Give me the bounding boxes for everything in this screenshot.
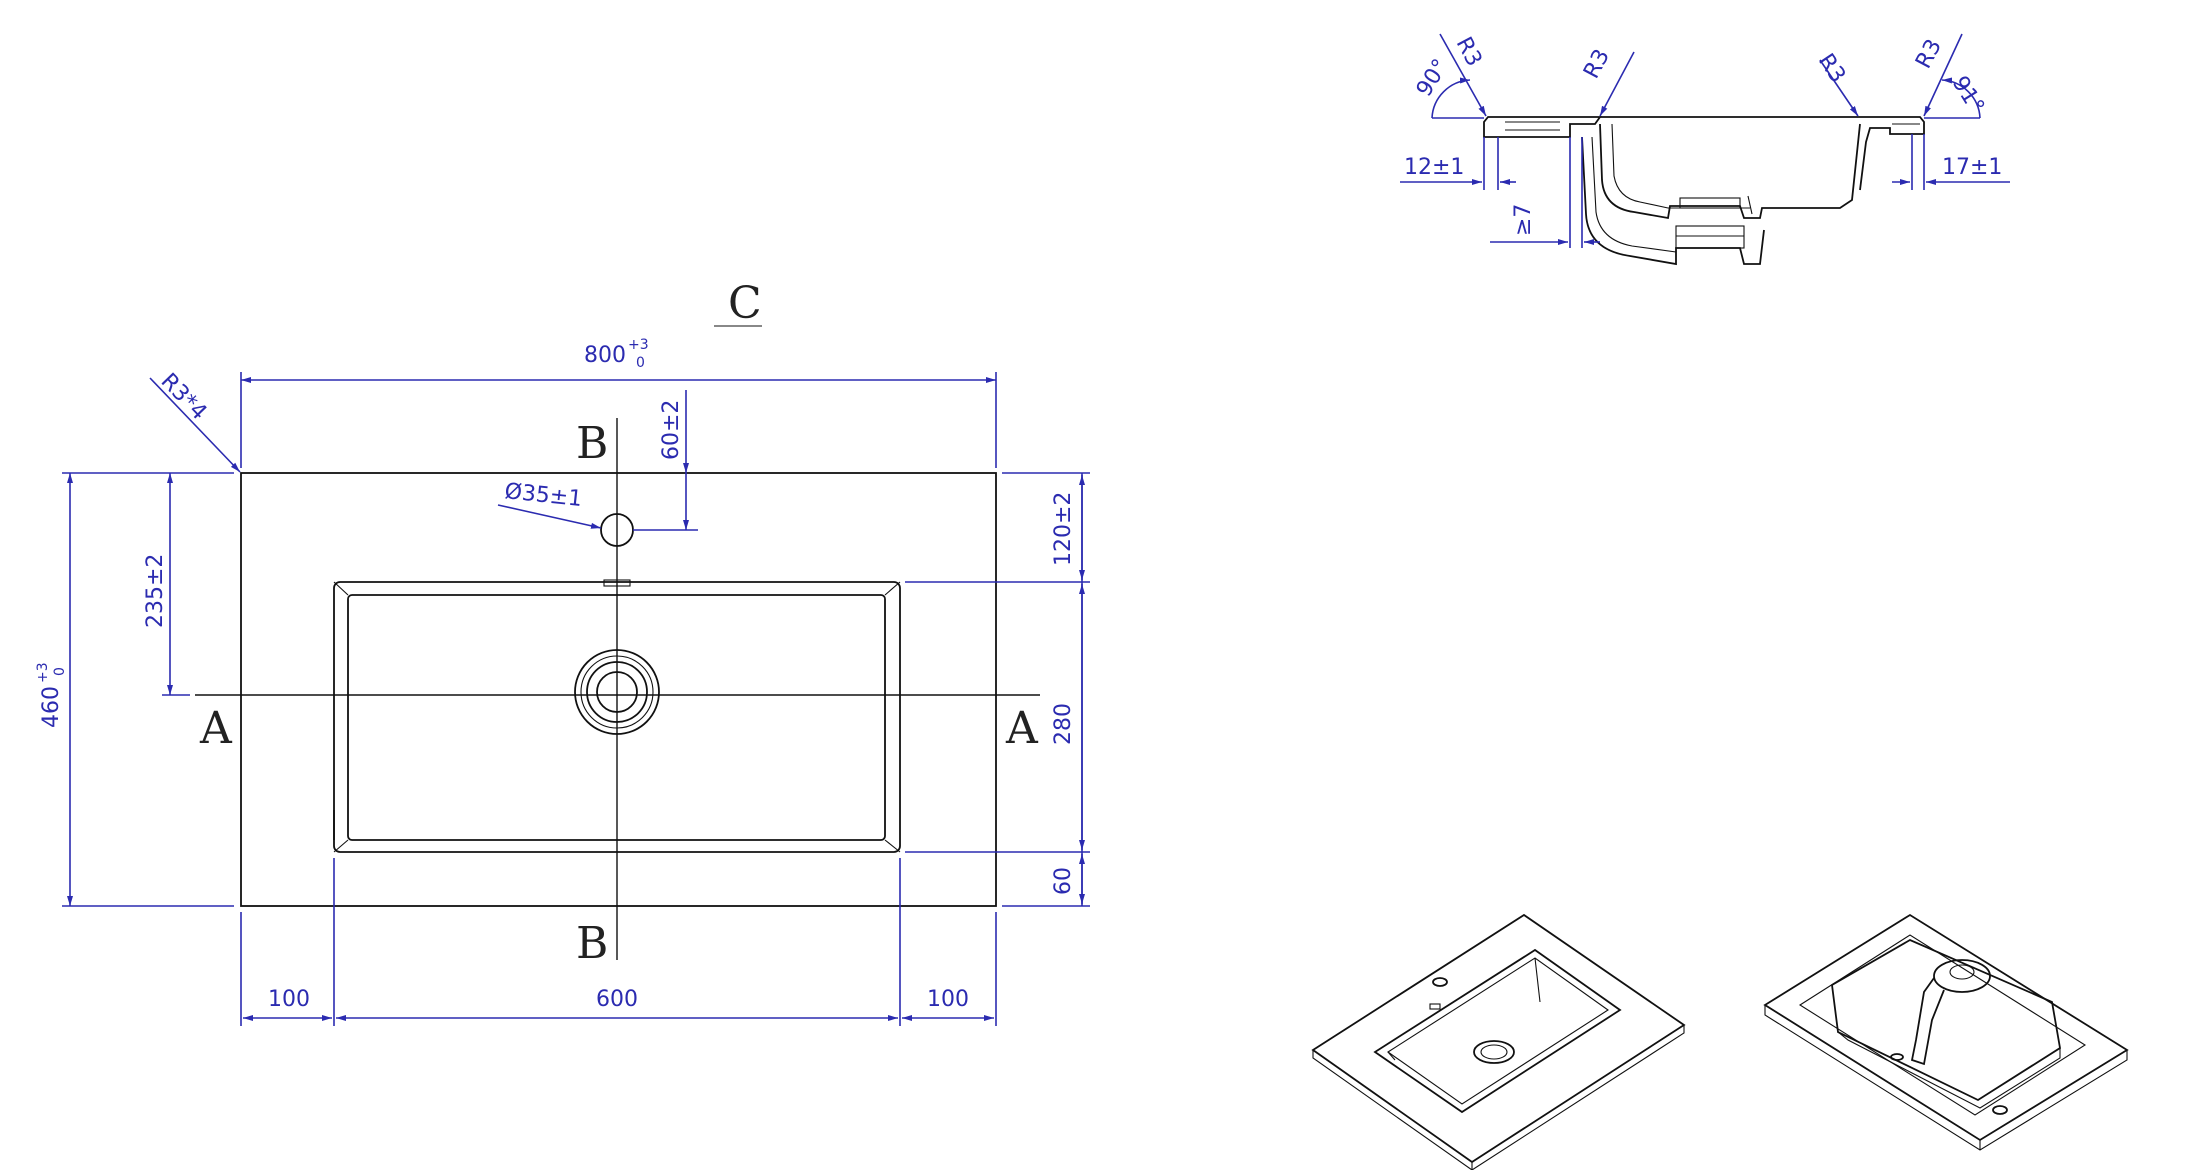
angle-arc-left: [1431, 77, 1471, 119]
dim-right-margin: 100: [927, 987, 969, 1012]
basin-corner-bl: [333, 839, 349, 853]
radius-leader-2: [1599, 51, 1635, 117]
section-label-b-top: B: [576, 418, 608, 469]
view-label-c: C: [728, 278, 762, 329]
iso-view-bottom: [1763, 913, 2129, 1151]
dim-corner-radius: R3*4: [156, 369, 212, 425]
dim-basin-depth: 280: [1051, 703, 1076, 745]
dim-radius-4: R3: [1911, 35, 1947, 73]
iso-top-slab: [1311, 913, 1686, 1164]
dim-basin-top: 120±2: [1051, 492, 1076, 566]
basin-corner-tr: [884, 581, 901, 596]
basin-corner-br: [884, 839, 901, 853]
plan-view: C A A B B 800 +3: [35, 278, 1090, 1026]
iso-bottom-slab: [1763, 913, 2129, 1142]
iso-top-drain: [1473, 1040, 1515, 1064]
dim-drain-pos: 235±2: [143, 554, 168, 628]
iso-bottom-tap-hole: [1992, 1105, 2008, 1115]
angle-arc-right: [1941, 77, 1981, 119]
dim-thickness-right: 17±1: [1942, 155, 2002, 180]
dim-height-tol-minus: 0: [52, 667, 68, 676]
section-right-rim: [1859, 116, 1925, 191]
dim-angle-left: 90°: [1412, 55, 1454, 101]
dim-height-tol-plus: +3: [35, 662, 51, 683]
radius-leader-4: [1923, 33, 1963, 117]
radius-leader-3: [1819, 59, 1859, 117]
dim-min-gap: ≥7: [1511, 204, 1536, 236]
section-basin-body: [1599, 123, 1861, 220]
basin-corner-tl: [333, 581, 349, 596]
dim-thickness-left: 12±1: [1404, 155, 1464, 180]
iso-bottom-basin: [1831, 938, 2061, 1102]
section-left-rim: [1483, 116, 1602, 138]
dim-basin-bottom: 60: [1051, 867, 1076, 895]
section-view: 90° 91° R3 R3 R3 R3 12±1 17±1 ≥7: [1400, 33, 2010, 266]
slab-outline: [240, 472, 997, 907]
dim-height: 460: [39, 686, 64, 728]
dim-left-margin: 100: [268, 987, 310, 1012]
section-label-a-right: A: [1005, 703, 1039, 754]
dim-radius-1: R3: [1451, 33, 1487, 71]
dim-width-tol-minus: 0: [636, 355, 645, 371]
iso-bottom-waste-pipe: [1910, 977, 1945, 1066]
section-drain-flange: [1679, 197, 1741, 209]
dim-angle-right: 91°: [1947, 72, 1989, 118]
dim-radius-2: R3: [1579, 45, 1615, 83]
iso-top-tap-hole: [1432, 977, 1448, 987]
tap-dia-leader: [497, 504, 602, 529]
dim-width-tol-plus: +3: [628, 337, 649, 353]
iso-top-basin: [1373, 948, 1622, 1114]
corner-radius-leader: [149, 377, 241, 473]
radius-leader-1: [1439, 33, 1487, 117]
section-label-a-left: A: [199, 703, 233, 754]
dim-tap-dia: Ø35±1: [503, 479, 583, 512]
dim-radius-3: R3: [1813, 49, 1850, 87]
iso-view-top: [1311, 913, 1686, 1170]
section-label-b-bottom: B: [576, 918, 608, 969]
dim-width: 800: [584, 343, 626, 368]
section-waste-outlet: [1675, 225, 1745, 249]
iso-bottom-drain: [1933, 959, 1991, 993]
dim-basin-width: 600: [596, 987, 638, 1012]
dim-tap-pos: 60±2: [659, 400, 684, 460]
